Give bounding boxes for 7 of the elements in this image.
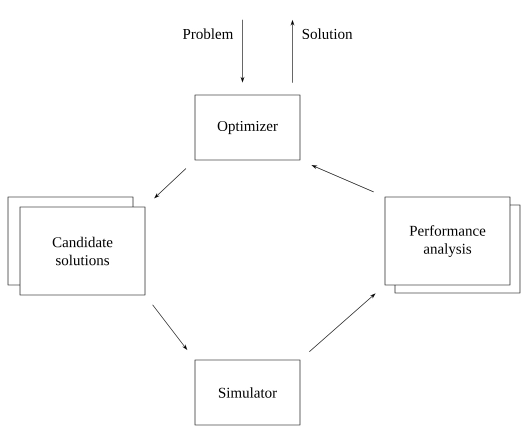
edge-label: Solution xyxy=(302,28,352,39)
arrow xyxy=(154,168,186,198)
process-box: Simulator xyxy=(194,360,300,426)
edge-label: Problem xyxy=(182,28,234,39)
stacked-box: Candidate solutions xyxy=(8,196,146,296)
process-box: Optimizer xyxy=(194,94,300,160)
stacked-box: Performance analysis xyxy=(384,196,520,294)
